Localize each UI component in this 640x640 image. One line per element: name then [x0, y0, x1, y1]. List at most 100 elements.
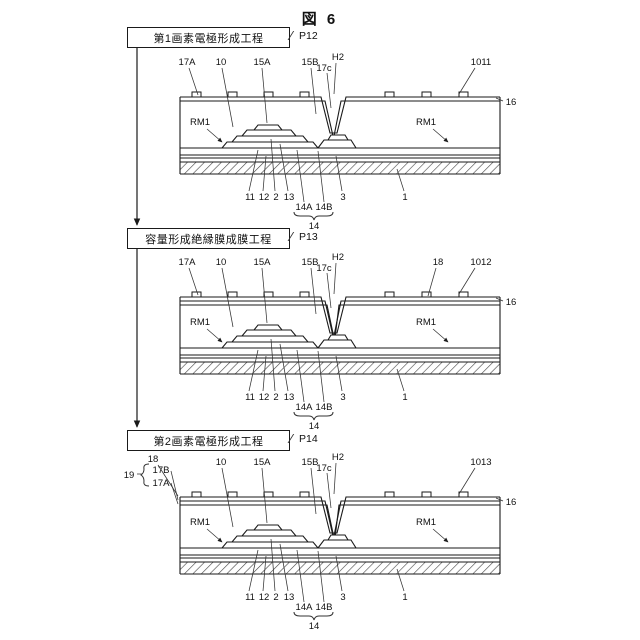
label-13: 13: [284, 392, 295, 403]
leader-lines: [137, 462, 504, 603]
step-ref-p13-text: P13: [299, 231, 318, 243]
flow-connectors: [133, 46, 141, 428]
contact-pad: [316, 339, 357, 349]
cross-section-step1: 17A 10 15A 15B H2 17c 1011 16 RM1 RM1 11…: [179, 52, 517, 232]
second-electrode-film: [180, 496, 500, 534]
process-step-1-label: 第1画素電極形成工程: [153, 32, 264, 45]
label-17c: 17c: [316, 263, 332, 274]
reference-labels: 17A 10 15A 15B H2 17c 18 1012 16 RM1 RM1…: [179, 252, 517, 432]
label-14B: 14B: [316, 602, 333, 613]
spacer-bumps: [191, 291, 469, 298]
spacer-bumps: [191, 91, 469, 98]
label-3: 3: [340, 192, 345, 203]
device-number-1011: 1011: [471, 57, 491, 68]
label-14: 14: [309, 621, 320, 632]
spacer-bumps: [191, 491, 469, 498]
top-electrode-film: [180, 296, 500, 334]
label-3: 3: [340, 592, 345, 603]
label-10: 10: [216, 457, 227, 468]
label-19: 19: [124, 470, 135, 481]
contact-pad: [316, 539, 357, 549]
label-RM1-right: RM1: [416, 517, 436, 528]
label-16: 16: [506, 97, 517, 108]
cross-section-step3: 18 19 17B 17A 10 15A 15B H2 17c 1013 16 …: [124, 452, 517, 632]
label-17B: 17B: [153, 465, 170, 476]
label-13: 13: [284, 592, 295, 603]
top-electrode-film: [180, 96, 500, 134]
label-15A: 15A: [254, 457, 272, 468]
label-2: 2: [273, 592, 278, 603]
label-11: 11: [245, 592, 255, 603]
label-RM1-left: RM1: [190, 517, 210, 528]
leader-lines: [188, 62, 504, 203]
step-ref-p14-text: P14: [299, 433, 318, 445]
label-15A: 15A: [254, 257, 272, 268]
label-RM1-right: RM1: [416, 117, 436, 128]
process-step-2-label: 容量形成絶縁膜成膜工程: [145, 233, 272, 246]
rm1-arrows: [206, 528, 449, 543]
group-brace-14: [293, 611, 334, 621]
label-H2: H2: [332, 252, 344, 263]
label-H2: H2: [332, 52, 344, 63]
substrate-layer: [180, 162, 500, 174]
label-14A: 14A: [296, 402, 314, 413]
inner-film: [180, 100, 500, 137]
label-12: 12: [259, 592, 270, 603]
label-16: 16: [506, 297, 517, 308]
label-3: 3: [340, 392, 345, 403]
device-number-1013: 1013: [470, 457, 491, 468]
process-step-3-label: 第2画素電極形成工程: [153, 435, 264, 448]
process-step-box-2: 容量形成絶縁膜成膜工程: [127, 228, 290, 249]
label-12: 12: [259, 392, 270, 403]
label-14A: 14A: [296, 602, 314, 613]
label-14: 14: [309, 421, 320, 432]
process-step-box-1: 第1画素電極形成工程: [127, 27, 290, 48]
mesa-stack: [220, 524, 357, 549]
label-18: 18: [433, 257, 444, 268]
label-RM1-right: RM1: [416, 317, 436, 328]
reference-labels: 18 19 17B 17A 10 15A 15B H2 17c 1013 16 …: [124, 452, 517, 632]
label-RM1-left: RM1: [190, 117, 210, 128]
capacitor-insulator-film: [180, 500, 500, 537]
label-15A: 15A: [254, 57, 272, 68]
substrate-layer: [180, 362, 500, 374]
leader-lines: [188, 262, 504, 403]
label-17A: 17A: [179, 257, 197, 268]
label-12: 12: [259, 192, 270, 203]
mesa-stack: [220, 324, 357, 349]
device-structure: [179, 291, 501, 375]
label-15B: 15B: [302, 57, 319, 68]
label-10: 10: [216, 257, 227, 268]
label-11: 11: [245, 392, 255, 403]
label-14B: 14B: [316, 202, 333, 213]
rm1-arrows: [206, 328, 449, 343]
mesa-stack: [220, 124, 357, 149]
cross-section-step2: 17A 10 15A 15B H2 17c 18 1012 16 RM1 RM1…: [179, 252, 517, 432]
label-14B: 14B: [316, 402, 333, 413]
step-ref-p13: P13: [287, 231, 318, 243]
label-2: 2: [273, 192, 278, 203]
electrode-group-brace: [140, 463, 150, 487]
label-15B: 15B: [302, 257, 319, 268]
label-15B: 15B: [302, 457, 319, 468]
device-number-1012: 1012: [470, 257, 491, 268]
substrate-layer: [180, 562, 500, 574]
label-10: 10: [216, 57, 227, 68]
label-1: 1: [402, 192, 407, 203]
label-14A: 14A: [296, 202, 314, 213]
group-brace-14: [293, 211, 334, 221]
reference-labels: 17A 10 15A 15B H2 17c 1011 16 RM1 RM1 11…: [179, 52, 517, 232]
label-17A: 17A: [179, 57, 197, 68]
step-ref-p12-text: P12: [299, 30, 318, 42]
step-ref-p12: P12: [287, 30, 318, 42]
label-17c: 17c: [316, 463, 332, 474]
device-structure: [179, 91, 501, 175]
label-16: 16: [506, 497, 517, 508]
label-17A: 17A: [153, 478, 171, 489]
step-ref-p14: P14: [287, 433, 318, 445]
figure-title: 図 6: [301, 11, 339, 28]
label-H2: H2: [332, 452, 344, 463]
label-14: 14: [309, 221, 320, 232]
inner-film: [180, 300, 500, 337]
